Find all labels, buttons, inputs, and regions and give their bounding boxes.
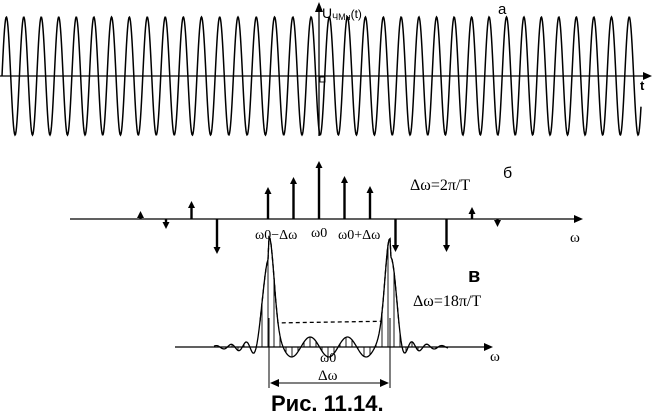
panel-a-letter: a xyxy=(498,1,507,18)
spectral-line-arrow xyxy=(494,220,501,227)
panel-a-origin-mark xyxy=(319,76,326,83)
panel-v-bandwidth-label: Δω xyxy=(318,368,338,384)
panel-b-delta-formula: Δω=2π/T xyxy=(410,177,470,194)
panel-b-line-spectrum: б Δω=2π/T ω ω0−Δω ω0 ω0+Δω xyxy=(70,161,583,254)
panel-b-axis-arrow xyxy=(574,215,583,223)
panel-v-axis-label: ω xyxy=(490,349,500,365)
spectral-line-arrow xyxy=(188,201,195,208)
panel-a-amplitude-arrow xyxy=(315,2,323,12)
spectral-line-arrow xyxy=(392,245,399,252)
panel-b-letter: б xyxy=(503,165,512,182)
panel-b-tick-left: ω0−Δω xyxy=(255,228,297,243)
spectral-line-arrow xyxy=(264,187,272,194)
panel-v-continuous-spectrum: ω0 Δω в Δω=18π/T ω xyxy=(175,235,500,388)
panel-v-center-label: ω0 xyxy=(320,351,336,366)
panel-a-axis-label: UЧМн(t) xyxy=(322,5,362,22)
spectrum-fill-lines xyxy=(219,245,443,357)
panel-v-delta-formula: Δω=18π/T xyxy=(413,293,481,310)
panel-v-axis-arrow xyxy=(484,343,493,351)
fm-waveform xyxy=(1,15,642,137)
spectral-line-arrow xyxy=(443,245,450,252)
figure-caption: Рис. 11.14. xyxy=(271,391,384,416)
panel-a-time-label: t xyxy=(640,78,645,93)
spectral-line-arrow xyxy=(290,177,297,184)
panel-b-tick-center: ω0 xyxy=(311,226,327,241)
spectral-line-arrow xyxy=(137,211,144,218)
panel-a: UЧМн(t) a t xyxy=(0,1,652,137)
spectrum-envelope xyxy=(213,235,449,358)
spectral-line-arrow xyxy=(315,161,323,168)
bandwidth-arrow-right xyxy=(380,379,389,387)
panel-a-time-arrow xyxy=(643,72,652,80)
spectral-line-arrow xyxy=(162,222,170,229)
bandwidth-arrow-left xyxy=(270,379,279,387)
spectral-line-arrow xyxy=(213,247,221,254)
spectral-line-arrow xyxy=(468,207,476,214)
spectrum-dashed-envelope xyxy=(259,235,400,324)
spectral-line-arrow xyxy=(341,176,348,183)
panel-b-axis-label: ω xyxy=(570,230,580,246)
spectral-line-arrow xyxy=(366,186,374,193)
panel-v-letter: в xyxy=(468,265,480,287)
panel-b-tick-right: ω0+Δω xyxy=(338,228,380,243)
